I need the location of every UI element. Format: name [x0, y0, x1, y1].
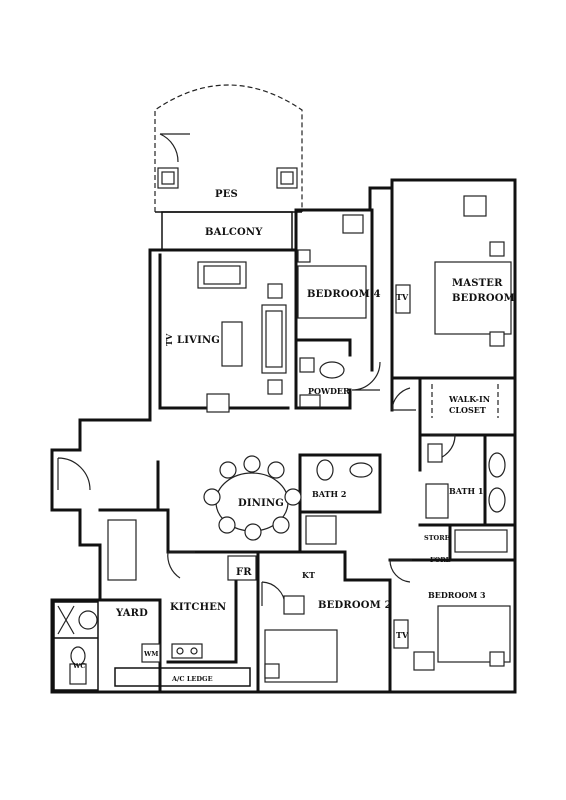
fixture-labels: TV TV TV WM WC A/C LEDGE: [72, 292, 409, 683]
label-living: LIVING: [177, 335, 220, 346]
label-pes: PES: [215, 189, 238, 200]
tv-label-master: TV: [396, 292, 409, 302]
label-fr: FR: [236, 567, 252, 578]
dining-furniture: [203, 455, 302, 541]
label-bedroom-4: BEDROOM 4: [307, 289, 381, 300]
label-dining: DINING: [238, 498, 284, 509]
bath2-fixtures: [305, 459, 373, 545]
label-master-1: MASTER: [452, 278, 503, 289]
label-store-1: STORE: [424, 534, 450, 542]
label-master-2: BEDROOM: [452, 293, 515, 304]
bath1-fixtures: [425, 384, 508, 553]
exterior-walls: [50, 178, 517, 694]
bedroom4-furniture: [297, 214, 367, 408]
label-balcony: BALCONY: [205, 227, 263, 238]
label-bedroom-3: BEDROOM 3: [428, 590, 486, 600]
ac-ledge-label: A/C LEDGE: [171, 675, 213, 683]
label-kitchen: KITCHEN: [170, 602, 226, 613]
label-bath-1: BATH 1: [449, 486, 483, 496]
label-kt: KT: [302, 570, 315, 580]
wc-label: WC: [72, 662, 85, 670]
label-powder: POWDER: [308, 386, 350, 396]
label-store-2: FORE: [430, 556, 451, 564]
room-labels: PES BALCONY BEDROOM 4 MASTER BEDROOM LIV…: [115, 189, 515, 619]
master-furniture: [395, 195, 512, 347]
yard-fixtures: [53, 519, 137, 691]
tv-label-bedroom-2: TV: [396, 630, 409, 640]
bedroom3-furniture: [413, 605, 511, 671]
label-yard: YARD: [115, 608, 148, 619]
label-bedroom-2: BEDROOM 2: [318, 600, 392, 611]
label-bath-2: BATH 2: [312, 489, 346, 499]
living-furniture: [197, 261, 287, 413]
tv-label-living: TV: [164, 333, 174, 346]
wm-label: WM: [143, 650, 159, 658]
bedroom2-furniture: [264, 595, 409, 683]
kitchen-fixtures: [141, 555, 257, 663]
label-walkin-2: CLOSET: [449, 405, 486, 415]
label-walkin-1: WALK-IN: [448, 394, 490, 404]
